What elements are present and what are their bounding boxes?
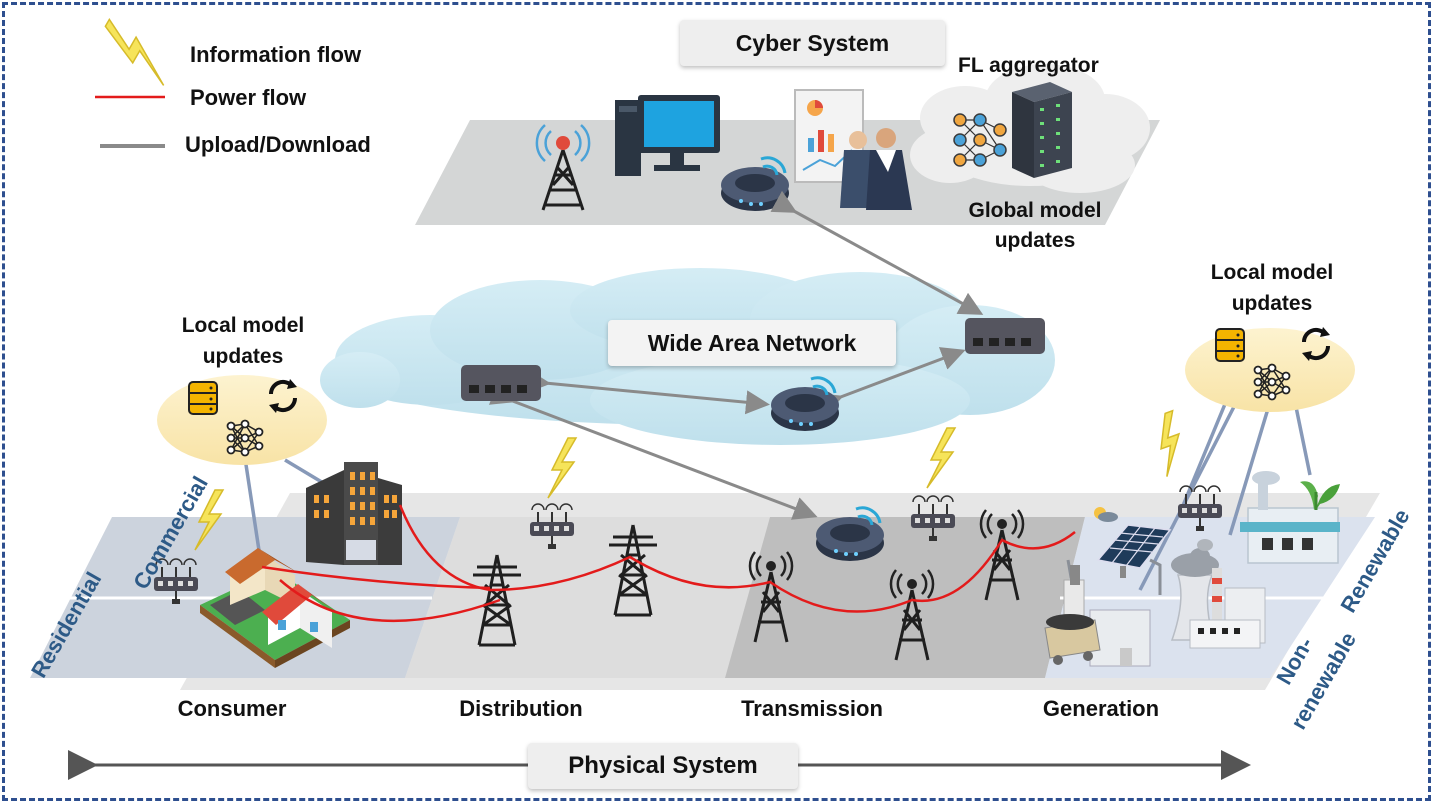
computer-icon [615, 95, 720, 176]
info-flow-bolt-icon-distribution [547, 437, 577, 499]
local-right-line1: Local model [1210, 261, 1334, 284]
info-flow-bolt-icon-transmission [926, 427, 956, 489]
wan-switch-right-icon [965, 318, 1045, 354]
legend-information-flow-label: Information flow [190, 42, 362, 67]
distribution-label: Distribution [459, 696, 583, 721]
power-flow-lines [261, 504, 1076, 623]
database-icon-left [188, 381, 218, 415]
information-flow-legend-icon [104, 17, 165, 86]
server-rack-icon [1012, 82, 1072, 178]
distribution-zone [405, 517, 770, 678]
cyber-system-title: Cyber System [680, 20, 945, 66]
transmission-zone [725, 517, 1085, 678]
solar-panel-icon [1094, 507, 1172, 578]
local-model-updates-right-label: Local model updates [1187, 257, 1357, 319]
upload-download-links [488, 190, 984, 520]
fl-aggregator-label: FL aggregator [958, 54, 1099, 77]
wide-area-network-title: Wide Area Network [608, 320, 896, 366]
wan-switch-left-icon [461, 365, 541, 401]
database-icon-right [1215, 328, 1245, 362]
local-model-links [243, 391, 1312, 591]
neural-network-icon [953, 113, 1007, 167]
residential-houses-icon [200, 548, 350, 668]
physical-system-title: Physical System [528, 743, 798, 789]
local-model-updates-left-label: Local model updates [158, 310, 328, 372]
consumer-label: Consumer [177, 696, 287, 721]
local-left-line2: updates [202, 345, 284, 368]
global-model-updates-line1: Global model [968, 199, 1102, 222]
legend-power-flow-label: Power flow [190, 85, 307, 110]
legend-upload-download-label: Upload/Download [185, 132, 371, 157]
renewable-factory-icon [1240, 471, 1340, 564]
nonrenewable-power-plant-icon [1044, 539, 1266, 667]
global-model-updates-line2: updates [994, 229, 1076, 252]
info-flow-bolt-icon-generation [1145, 409, 1194, 478]
local-left-line1: Local model [181, 314, 305, 337]
local-right-line2: updates [1231, 292, 1313, 315]
transmission-label: Transmission [741, 696, 883, 721]
global-model-updates-label: Global model updates [945, 196, 1125, 256]
generation-label: Generation [1042, 696, 1160, 721]
cyber-tower-icon [535, 124, 591, 211]
commercial-building-icon [306, 462, 402, 565]
